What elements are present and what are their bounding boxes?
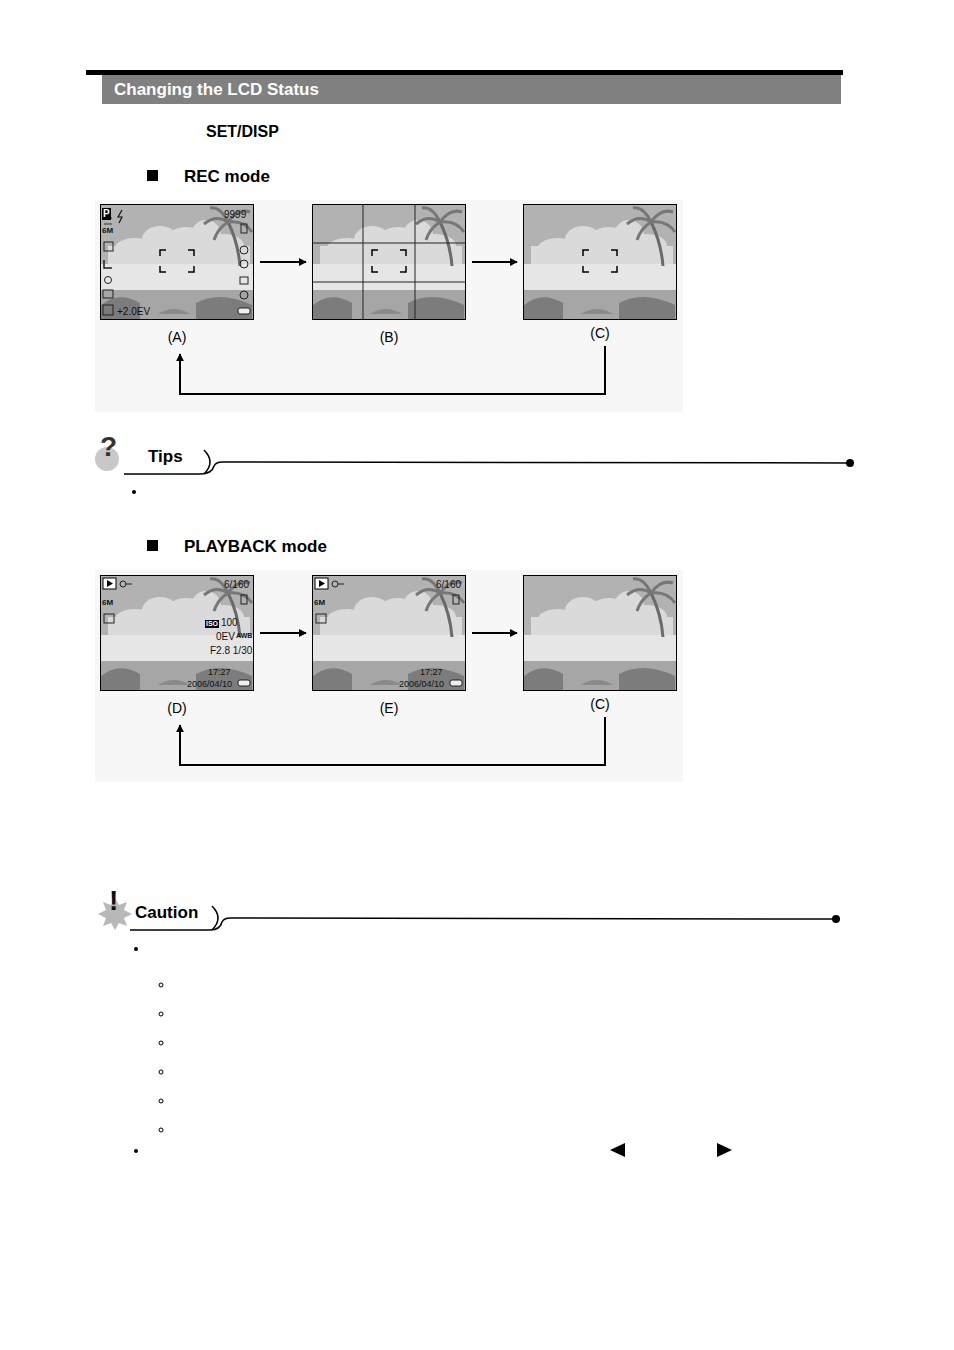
file-counter: 6/160 — [436, 579, 461, 591]
time-stamp: 17:27 — [208, 667, 231, 677]
flow-arrow — [180, 346, 605, 394]
figure-caption: (E) — [380, 700, 399, 717]
flow-arrow — [472, 261, 517, 263]
exposure-value: 0EV — [216, 631, 235, 643]
flow-arrow — [260, 261, 306, 263]
aperture-shutter: F2.8 1/30 — [210, 645, 252, 657]
exposure-value: +2.0EV — [117, 306, 150, 318]
flow-arrow — [260, 632, 306, 634]
tips-icon: ? — [100, 431, 117, 463]
figure-caption: (B) — [380, 329, 399, 346]
flow-arrow — [472, 632, 517, 634]
flow-arrow — [180, 717, 605, 765]
screen-figure: (B) — [312, 204, 466, 346]
screen-figure: (D) — [100, 575, 254, 717]
figure-caption: (A) — [168, 329, 187, 346]
button-name: SET/DISP — [206, 123, 279, 141]
iso-icon: ISO — [205, 620, 219, 628]
screen-figure: (A) — [100, 204, 254, 346]
section-heading: PLAYBACK mode — [184, 537, 327, 557]
shots-remaining: 9999 — [224, 209, 246, 221]
white-balance: AWB — [236, 632, 252, 640]
screen-figure: (C) — [523, 575, 677, 713]
iso-value: 100 — [221, 617, 238, 629]
caution-icon: ! — [109, 885, 118, 917]
section-heading: REC mode — [184, 167, 270, 187]
mode-icon: P — [102, 208, 111, 220]
time-stamp: 17:27 — [420, 667, 443, 677]
figure-caption: (D) — [167, 700, 186, 717]
resolution-icon: 6M — [102, 226, 113, 235]
screen-figure: (C) — [523, 204, 677, 342]
tips-heading: Tips — [148, 447, 183, 467]
screen-figure: (E) — [312, 575, 466, 717]
date-stamp: 2006/04/10 — [187, 679, 232, 689]
figure-caption: (C) — [590, 696, 609, 713]
file-counter: 6/160 — [224, 579, 249, 591]
resolution-icon: 6M — [314, 598, 325, 607]
caution-heading: Caution — [135, 903, 198, 923]
section-title: Changing the LCD Status — [114, 80, 319, 100]
resolution-icon: 6M — [102, 598, 113, 607]
date-stamp: 2006/04/10 — [399, 679, 444, 689]
figure-caption: (C) — [590, 325, 609, 342]
